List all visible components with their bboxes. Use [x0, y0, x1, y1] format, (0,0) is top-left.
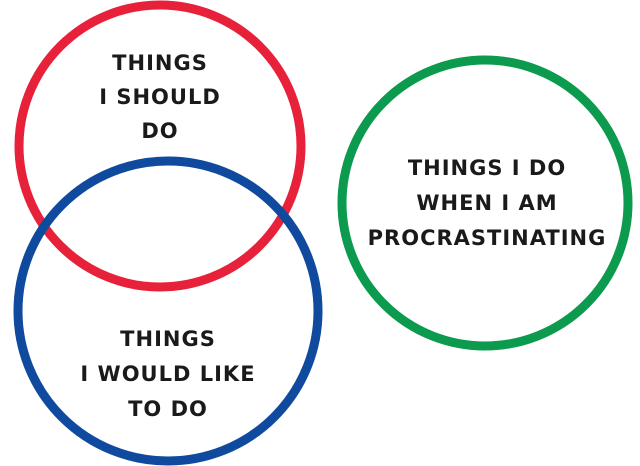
label-would-like-line-2: I WOULD LIKE: [80, 362, 255, 386]
label-procrastinating-line-1: THINGS I DO: [408, 156, 566, 180]
circle-would-like: [13, 156, 323, 466]
set-should: THINGS I SHOULD DO: [14, 0, 306, 292]
label-should-line-2: I SHOULD: [99, 85, 221, 109]
set-procrastinating: THINGS I DO WHEN I AM PROCRASTINATING: [337, 55, 633, 351]
circle-should: [14, 0, 306, 292]
label-procrastinating-line-3: PROCRASTINATING: [368, 226, 607, 250]
label-would-like-line-3: TO DO: [128, 397, 208, 421]
circle-procrastinating: [337, 55, 633, 351]
label-should-line-3: DO: [141, 119, 178, 143]
label-should-line-1: THINGS: [112, 51, 208, 75]
label-procrastinating-line-2: WHEN I AM: [416, 191, 557, 215]
set-would-like: THINGS I WOULD LIKE TO DO: [13, 156, 323, 466]
label-would-like-line-1: THINGS: [120, 327, 216, 351]
